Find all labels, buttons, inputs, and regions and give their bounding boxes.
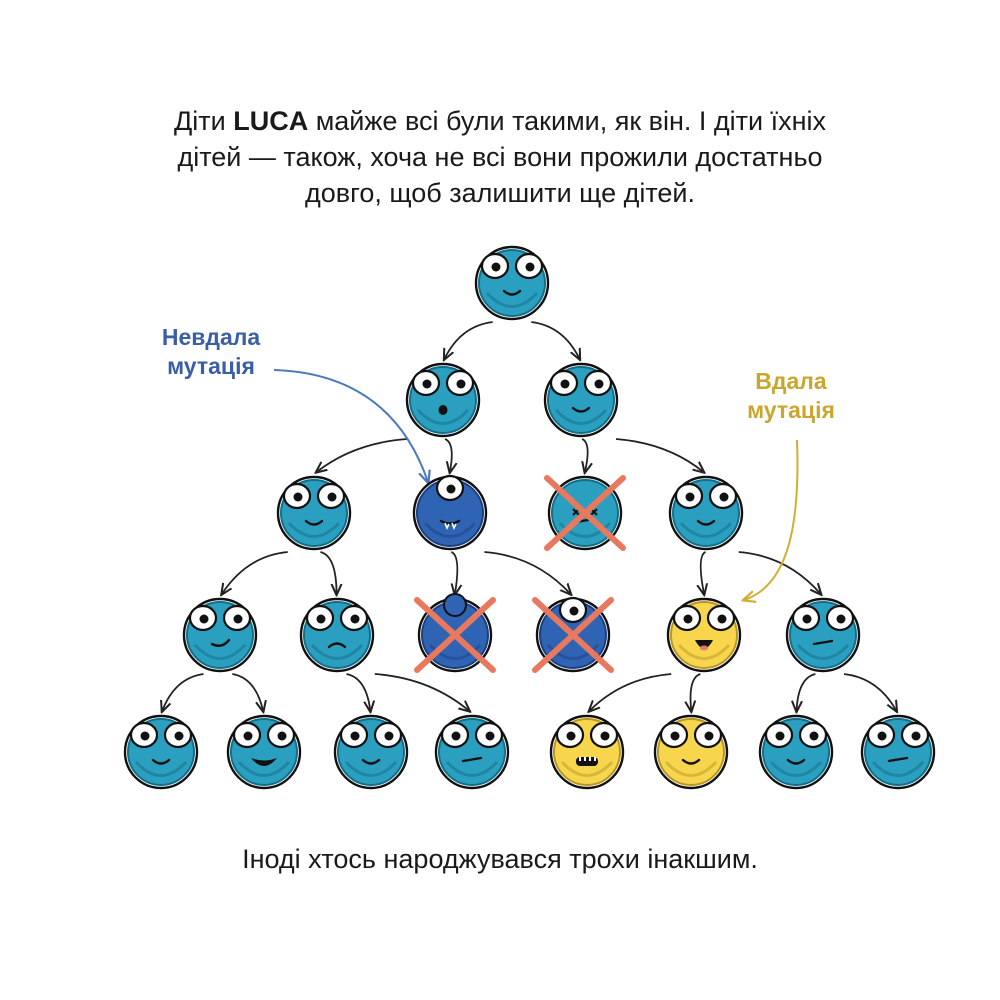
failed-mutation-label: Невдала мутація (161, 324, 261, 379)
link-g3f-g4h (843, 673, 897, 711)
creature-g1a (405, 362, 481, 438)
creature-g2a (276, 475, 352, 551)
link-g2b-g3c (451, 551, 457, 594)
footer-caption: Іноді хтось народжувався трохи інакшим. (242, 844, 758, 874)
intro-line-3: довго, щоб залишити ще дітей. (304, 178, 696, 208)
link-g2b-g3d (484, 551, 570, 594)
link-g2d-g3f (738, 551, 821, 594)
link-g1b-g2c (582, 438, 588, 472)
intro-line-1: Діти LUCA майже всі були такими, як він.… (173, 106, 827, 136)
link-g3e-g4f (691, 673, 701, 711)
creature-g4d (434, 714, 510, 790)
extinct-cross-g3d (532, 597, 614, 673)
creature-g4h (860, 714, 936, 790)
link-g1a-g2a (317, 438, 407, 472)
creature-g4e (549, 714, 625, 790)
creature-g2c (544, 475, 626, 551)
link-g3f-g4g (797, 673, 816, 711)
creature-g3a (182, 597, 258, 673)
link-luca-g1a (444, 321, 493, 359)
intro-line-2: дітей — також, хоча не всі вони прожили … (177, 142, 823, 172)
creature-g4c (333, 714, 409, 790)
link-g1a-g2b (444, 438, 452, 472)
creature-g3e (666, 597, 742, 673)
creature-g3f (785, 597, 861, 673)
creature-g4g (758, 714, 834, 790)
tree-links (162, 321, 897, 711)
creature-g4b (226, 714, 302, 790)
link-g2a-g3a (222, 551, 288, 594)
link-luca-g1b (531, 321, 579, 359)
intro-text: Діти LUCA майже всі були такими, як він.… (100, 103, 900, 211)
creature-g3b (299, 597, 375, 673)
successful-mutation-label: Вдала мутація (747, 368, 835, 423)
creature-g4a (123, 714, 199, 790)
link-g3a-g4b (232, 673, 263, 711)
creature-g1b (543, 362, 619, 438)
creature-g2d (668, 475, 744, 551)
extinct-cross-g2c (544, 475, 626, 551)
link-g1b-g2d (615, 438, 704, 472)
failed-mutation-pointer (273, 369, 428, 482)
creature-g4f (653, 714, 729, 790)
link-g2a-g3b (320, 551, 336, 594)
extinct-cross-g3c (414, 597, 496, 673)
link-g3e-g4e (589, 673, 672, 711)
creature-g2b (412, 474, 488, 551)
link-g2d-g3e (701, 551, 706, 594)
link-g3b-g4c (346, 673, 371, 711)
link-g3b-g4d (374, 673, 470, 711)
tree-creatures (123, 245, 936, 790)
link-g3a-g4a (162, 673, 204, 711)
creature-luca (474, 245, 550, 321)
successful-mutation-pointer (744, 439, 799, 600)
creature-g3c (414, 593, 496, 673)
creature-g3d (532, 596, 614, 673)
luca-name: LUCA (233, 106, 309, 136)
